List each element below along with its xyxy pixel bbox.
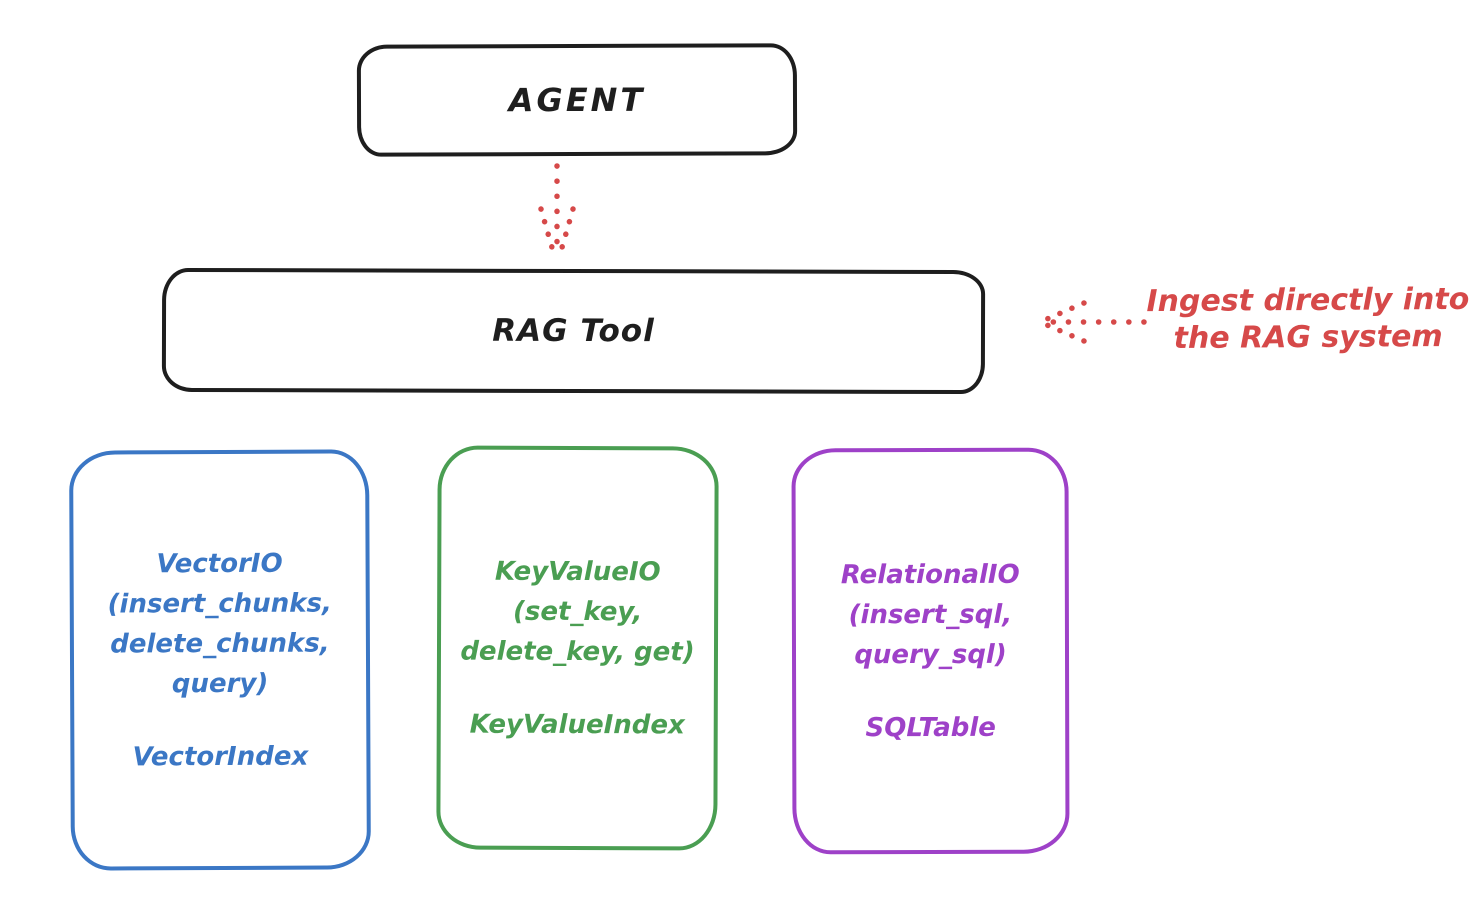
vector-index-label: VectorIndex	[132, 741, 309, 772]
ingest-annotation-line1: Ingest directly into	[1146, 281, 1470, 320]
ingest-annotation-line2: the RAG system	[1173, 319, 1443, 356]
relational-io-line: query_sql)	[854, 639, 1007, 670]
node-rag-tool: RAG Tool	[161, 267, 986, 395]
node-agent: AGENT	[356, 43, 798, 157]
keyvalue-index-label: KeyValueIndex	[469, 709, 685, 740]
relational-io-line: RelationalIO	[840, 559, 1020, 590]
vector-io-line: VectorIO	[156, 548, 283, 579]
agent-label: AGENT	[508, 80, 646, 120]
relational-io-line: (insert_sql,	[848, 599, 1013, 630]
vector-io-line: delete_chunks,	[110, 628, 330, 659]
rag-tool-label: RAG Tool	[492, 312, 655, 350]
keyvalue-io-line: KeyValueIO	[494, 556, 661, 587]
keyvalue-io-signature: KeyValueIO (set_key, delete_key, get)	[460, 551, 695, 672]
arrow-ingest-into-rag-tool-icon	[1037, 300, 1147, 344]
node-vector-io: VectorIO (insert_chunks, delete_chunks, …	[69, 449, 371, 871]
keyvalue-io-line: (set_key,	[512, 596, 643, 627]
sql-table-label: SQLTable	[865, 712, 996, 743]
node-keyvalue-io: KeyValueIO (set_key, delete_key, get) Ke…	[436, 445, 719, 851]
vector-io-line: (insert_chunks,	[107, 588, 332, 619]
node-relational-io: RelationalIO (insert_sql, query_sql) SQL…	[791, 447, 1070, 855]
vector-io-signature: VectorIO (insert_chunks, delete_chunks, …	[107, 543, 332, 704]
arrow-agent-to-rag-tool-icon	[538, 163, 576, 261]
relational-io-signature: RelationalIO (insert_sql, query_sql)	[841, 554, 1020, 674]
ingest-annotation: Ingest directly into the RAG system	[1140, 281, 1477, 357]
vector-io-line: query)	[171, 668, 269, 699]
keyvalue-io-line: delete_key, get)	[460, 636, 695, 667]
